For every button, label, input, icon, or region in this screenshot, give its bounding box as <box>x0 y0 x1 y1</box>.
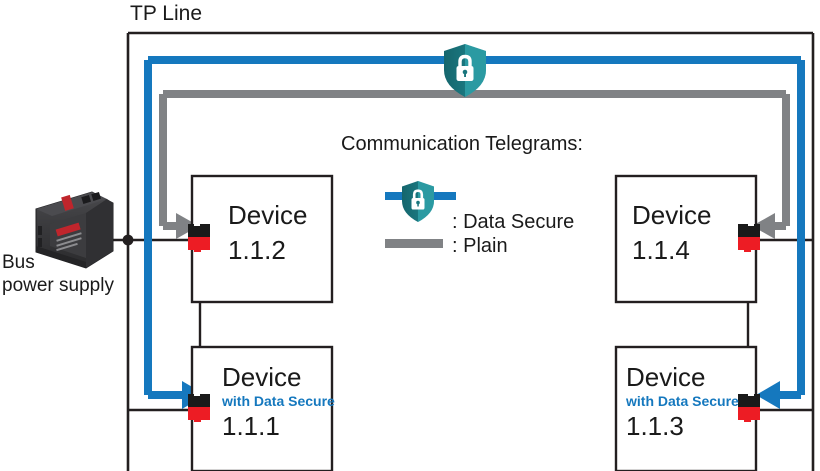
device-subtitle-1-1-1: with Data Secure <box>222 393 335 409</box>
bus-power-supply-label-line1: Bus <box>2 252 35 273</box>
bus-terminals <box>188 222 760 422</box>
device-boxes <box>190 174 758 471</box>
device-address-1-1-1: 1.1.1 <box>222 411 280 441</box>
secure-arrow-to-1-1-3 <box>756 381 780 409</box>
plain-arrow-to-1-1-4 <box>752 213 775 239</box>
device-name-1-1-4: Device <box>632 200 712 230</box>
legend-item-label-plain: : Plain <box>452 235 508 257</box>
device-address-1-1-2: 1.1.2 <box>228 235 286 265</box>
din-rail-power-supply-icon <box>35 191 114 269</box>
bus-power-supply-label-line2: power supply <box>2 274 114 296</box>
device-label-1-1-1: Device with Data Secure 1.1.1 <box>222 362 335 442</box>
legend-item-label-secure: : Data Secure <box>452 211 575 233</box>
device-box-1-1-1 <box>190 345 334 471</box>
tp-line-border <box>126 31 815 471</box>
terminal-1-1-2 <box>188 222 210 252</box>
device-box-1-1-2 <box>190 174 334 304</box>
device-address-1-1-3: 1.1.3 <box>626 411 684 441</box>
legend-title: Communication Telegrams: <box>341 133 583 155</box>
terminal-1-1-1 <box>188 392 210 422</box>
device-name-1-1-1: Device <box>222 362 302 392</box>
device-name-1-1-2: Device <box>228 200 308 230</box>
data-secure-shield-icon <box>444 44 486 97</box>
device-address-1-1-4: 1.1.4 <box>632 235 690 265</box>
bus-power-supply-label: Bus power supply <box>2 252 114 298</box>
device-label-1-1-2: Device 1.1.2 <box>228 200 307 266</box>
legend-plain-swatch <box>385 239 443 248</box>
device-label-1-1-4: Device 1.1.4 <box>632 200 711 266</box>
device-subtitle-1-1-3: with Data Secure <box>626 393 739 409</box>
terminal-1-1-4 <box>738 222 760 252</box>
tp-line-title: TP Line <box>130 2 202 25</box>
plain-telegram-path <box>159 90 790 239</box>
plain-arrow-to-1-1-2 <box>176 213 199 239</box>
legend-secure-swatch <box>385 181 456 222</box>
bus-junction-dot <box>122 234 134 246</box>
terminal-1-1-3 <box>738 392 760 422</box>
device-label-1-1-3: Device with Data Secure 1.1.3 <box>626 362 739 442</box>
device-name-1-1-3: Device <box>626 362 706 392</box>
